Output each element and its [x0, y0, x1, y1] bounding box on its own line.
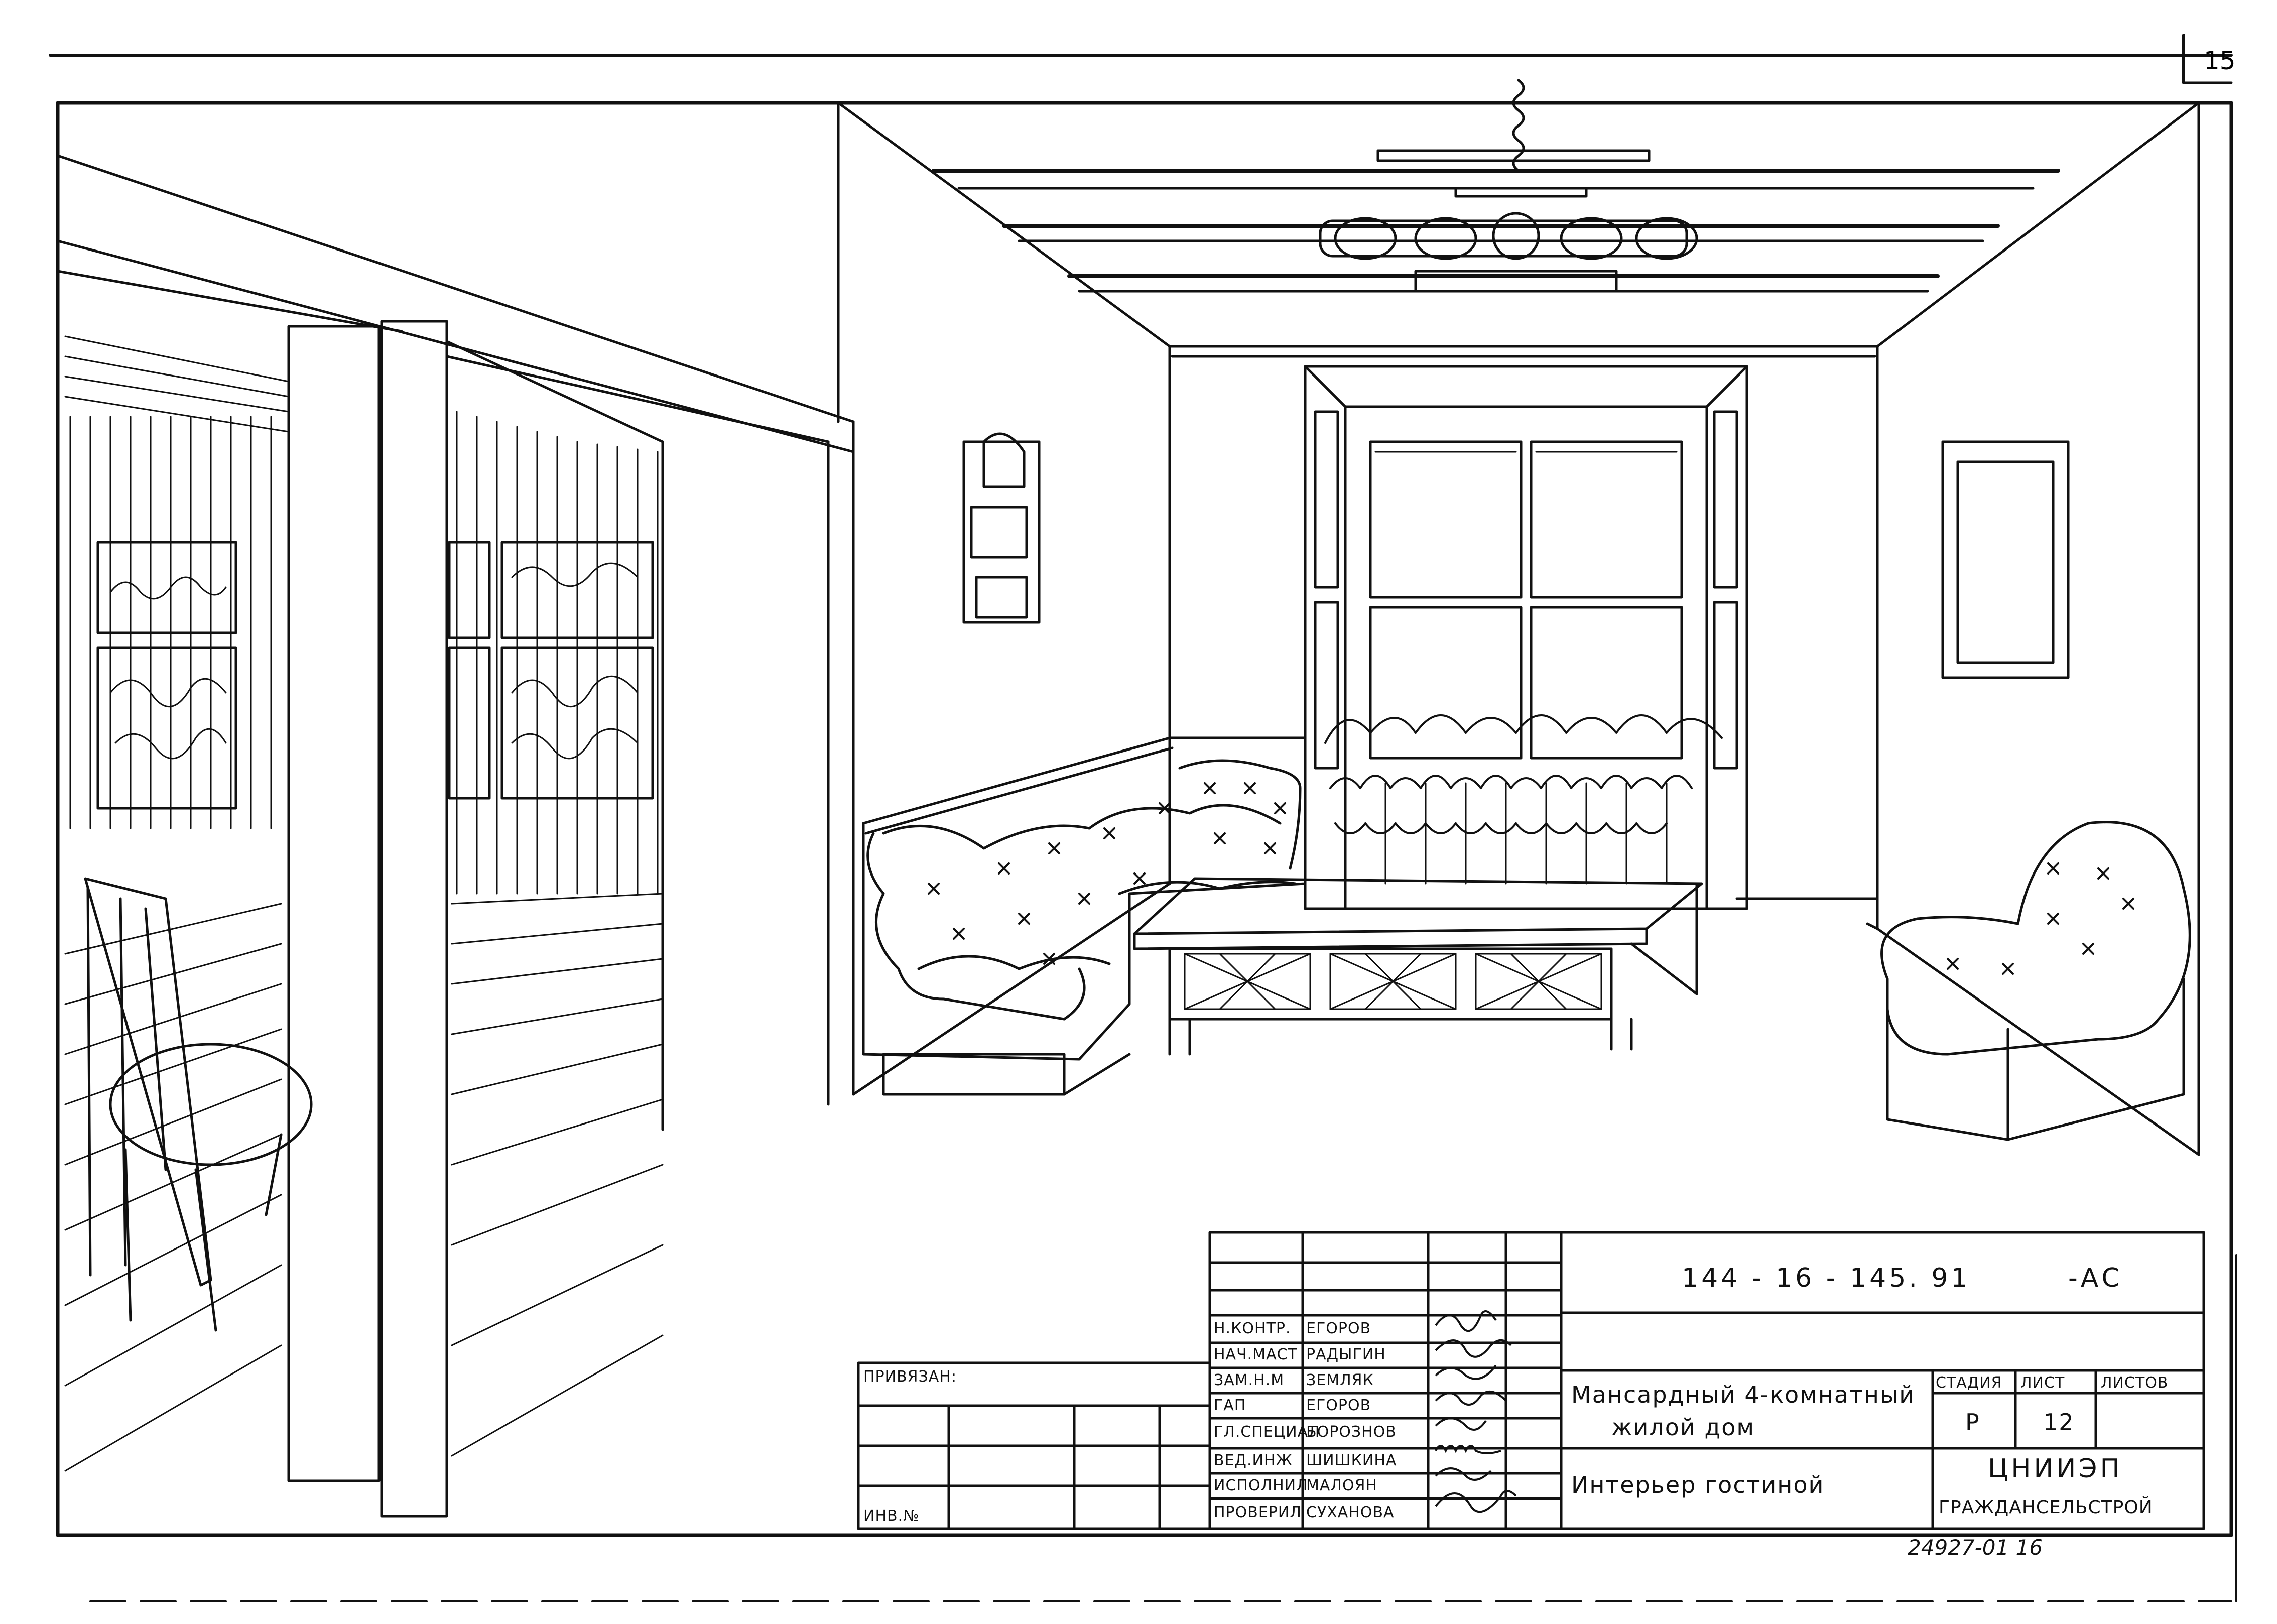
title-block-grid [857, 1231, 2205, 1530]
room-walls [837, 101, 2200, 1156]
inventory-label: ИНВ.№ [863, 1507, 920, 1525]
name-8: СУХАНОВА [1306, 1504, 1395, 1521]
corner-sofa [862, 746, 1307, 1096]
role-1: Н.КОНТР. [1214, 1320, 1291, 1337]
sheet-value: 12 [2043, 1409, 2075, 1436]
sheet-frame [49, 34, 2237, 1602]
archive-number: 24927-01 16 [1908, 1535, 2043, 1560]
sheet-title: Интерьер гостиной [1571, 1471, 1825, 1498]
armchair [1880, 821, 2191, 1141]
chair [84, 877, 313, 1332]
role-4: ГАП [1214, 1397, 1246, 1414]
sheet-header: ЛИСТ [2020, 1374, 2065, 1392]
stage-header: СТАДИЯ [1936, 1374, 2002, 1392]
left-partition [56, 101, 855, 1518]
name-7: МАЛОЯН [1306, 1477, 1377, 1494]
name-6: ШИШКИНА [1306, 1452, 1397, 1469]
organization-line1: ЦНИИЭП [1988, 1454, 2123, 1484]
name-5: БОРОЗНОВ [1306, 1423, 1397, 1441]
project-title-line2: жилой дом [1611, 1414, 1755, 1441]
bay-window [1304, 365, 1748, 910]
name-2: РАДЫГИН [1306, 1346, 1386, 1363]
stage-value: Р [1965, 1409, 1980, 1436]
document-code: 144 - 16 - 145. 91 [1682, 1263, 1971, 1293]
name-4: ЕГОРОВ [1306, 1397, 1371, 1414]
project-title-line1: Мансардный 4-комнатный [1571, 1381, 1916, 1408]
sheets-header: ЛИСТОВ [2101, 1374, 2169, 1392]
role-6: ВЕД.ИНЖ [1214, 1452, 1293, 1469]
wall-mirror [1941, 440, 2070, 679]
chandelier [1319, 79, 1698, 293]
role-5: ГЛ.СПЕЦИАЛ [1214, 1423, 1320, 1441]
role-2: НАЧ.МАСТ [1214, 1346, 1298, 1363]
name-3: ЗЕМЛЯК [1306, 1371, 1374, 1389]
page-number: 15 [2204, 46, 2236, 75]
coffee-table [1133, 877, 1703, 1056]
role-3: ЗАМ.Н.М [1214, 1371, 1285, 1389]
role-8: ПРОВЕРИЛ [1214, 1504, 1302, 1521]
document-suffix: -АС [2068, 1263, 2123, 1293]
wall-ornament [962, 432, 1041, 624]
name-1: ЕГОРОВ [1306, 1320, 1371, 1337]
role-7: ИСПОЛНИЛ [1214, 1477, 1308, 1494]
signatures [1435, 1310, 1517, 1513]
bound-label: ПРИВЯЗАН: [863, 1368, 957, 1386]
organization-line2: ГРАЖДАНСЕЛЬСТРОЙ [1939, 1497, 2153, 1518]
